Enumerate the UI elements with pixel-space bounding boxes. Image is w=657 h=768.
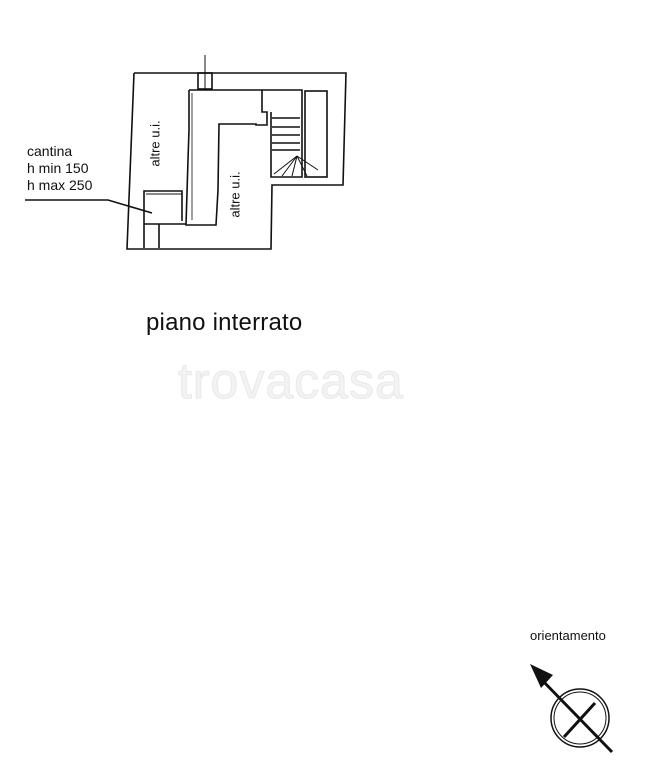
cantina-note: cantina h min 150 h max 250: [27, 143, 92, 194]
narrow-room: [304, 90, 328, 178]
room-label-altre-ui-1: altre u.i.: [147, 120, 163, 167]
floor-title: piano interrato: [146, 309, 303, 336]
compass-icon: [530, 664, 614, 754]
cantina-label: cantina: [27, 143, 73, 159]
cantina-max-height: h max 250: [27, 177, 93, 193]
leader-line: [25, 199, 153, 214]
cantina-min-height: h min 150: [27, 160, 89, 176]
room-label-altre-ui-2: altre u.i.: [227, 171, 243, 218]
central-unit-wall: [185, 89, 268, 226]
stair-well: [262, 89, 303, 178]
compass-label: orientamento: [530, 628, 606, 643]
cantina-wall: [143, 190, 183, 248]
outer-wall: [126, 72, 347, 250]
watermark: trovacasa: [178, 353, 404, 410]
